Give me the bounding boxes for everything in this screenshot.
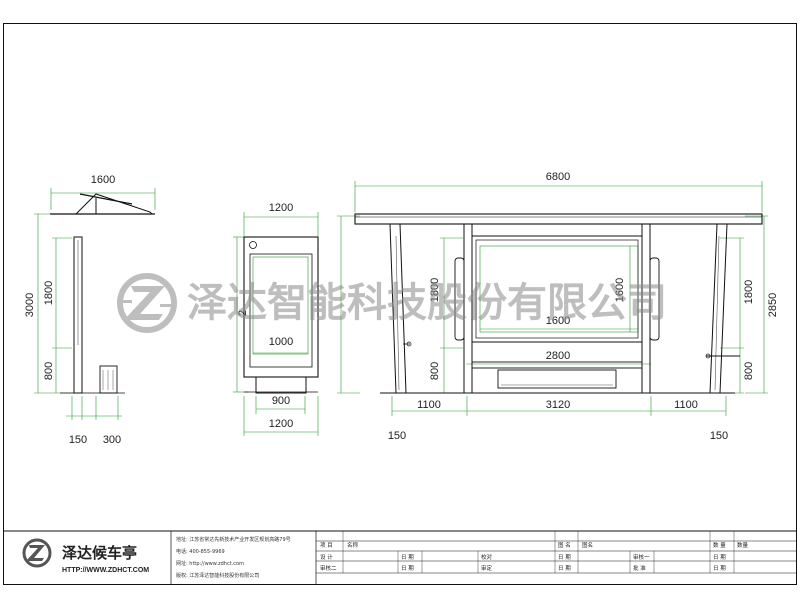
front-post-left: 150 — [388, 430, 406, 442]
side-view: 1600 3000 1800 800 150 300 — [24, 174, 156, 446]
panel-view: 1200 2 1000 900 1200 — [233, 202, 319, 436]
front-center-width: 1600 — [546, 315, 570, 327]
info-website: 网址: http://www.zdhct.com — [176, 560, 244, 567]
side-lower-height: 800 — [43, 362, 55, 380]
title-block: 泽达候车亭 HTTP://WWW.ZDHCT.COM 地址: 江苏省常达先新技术… — [4, 530, 796, 584]
tb-project-label: 项 目 — [320, 542, 333, 549]
front-seg-center: 3120 — [546, 399, 570, 411]
front-bench-width: 2800 — [546, 350, 570, 362]
brand-logo-icon — [22, 538, 52, 568]
panel-inner-width: 1000 — [269, 336, 293, 348]
front-seg-right: 1100 — [674, 399, 698, 411]
tb-project-value: 名称 — [347, 541, 359, 549]
tb-date-1: 日 期 — [401, 554, 414, 561]
watermark: 泽达智能科技股份有限公司 — [117, 273, 667, 333]
front-view: 6800 1800 800 1600 1600 2800 1100 3120 1… — [337, 171, 779, 442]
front-post-right: 150 — [710, 430, 728, 442]
tb-number-label: 数 量 — [713, 541, 726, 549]
panel-side-height: 2 — [237, 310, 249, 316]
tb-drawing-label: 图 名 — [558, 541, 571, 549]
front-right-lower: 800 — [743, 362, 755, 380]
front-left-lower: 800 — [429, 362, 441, 380]
side-post-width: 150 — [69, 434, 87, 446]
watermark-logo-icon — [117, 273, 177, 333]
side-top-width: 1600 — [91, 174, 115, 186]
info-phone: 电话: 400-855-9969 — [176, 548, 225, 555]
tb-design: 设 计 — [320, 553, 333, 561]
tb-approve-2: 批 准 — [633, 564, 646, 572]
front-right-upper: 1800 — [743, 280, 755, 304]
brand-name: 泽达候车亭 — [62, 544, 137, 562]
front-center-height: 1600 — [614, 278, 626, 302]
tb-date-6: 日 期 — [713, 565, 726, 572]
panel-bottom-width: 1200 — [269, 418, 293, 430]
front-right-total: 2850 — [767, 293, 779, 317]
panel-base-width: 900 — [272, 395, 290, 407]
tb-approve: 审定 — [481, 564, 493, 572]
front-total-width: 6800 — [546, 171, 570, 183]
info-copyright: 版权: 江苏泽达智能科技股份有限公司 — [176, 572, 259, 579]
side-bin-width: 300 — [103, 434, 121, 446]
tb-date-3: 日 期 — [713, 554, 726, 561]
front-seg-left: 1100 — [417, 399, 441, 411]
front-left-upper: 1800 — [429, 278, 441, 302]
tb-drawing-value: 图名 — [582, 541, 593, 549]
side-total-height: 3000 — [24, 293, 36, 317]
panel-top-width: 1200 — [269, 202, 293, 214]
tb-check: 校对 — [481, 553, 493, 561]
info-address: 地址: 江苏省常达先新技术产业开发区规划高路79号 — [176, 536, 291, 543]
tb-review-2: 审核二 — [320, 564, 337, 572]
tb-review-1: 审核一 — [633, 553, 650, 561]
drawing-border — [3, 23, 797, 585]
side-upper-height: 1800 — [43, 281, 55, 305]
tb-date-4: 日 期 — [401, 565, 414, 572]
tb-date-5: 日 期 — [558, 565, 571, 572]
tb-number-value: 数量 — [737, 541, 749, 549]
brand-url: HTTP://WWW.ZDHCT.COM — [62, 567, 149, 574]
tb-date-2: 日 期 — [558, 554, 571, 561]
watermark-text: 泽达智能科技股份有限公司 — [187, 280, 667, 326]
